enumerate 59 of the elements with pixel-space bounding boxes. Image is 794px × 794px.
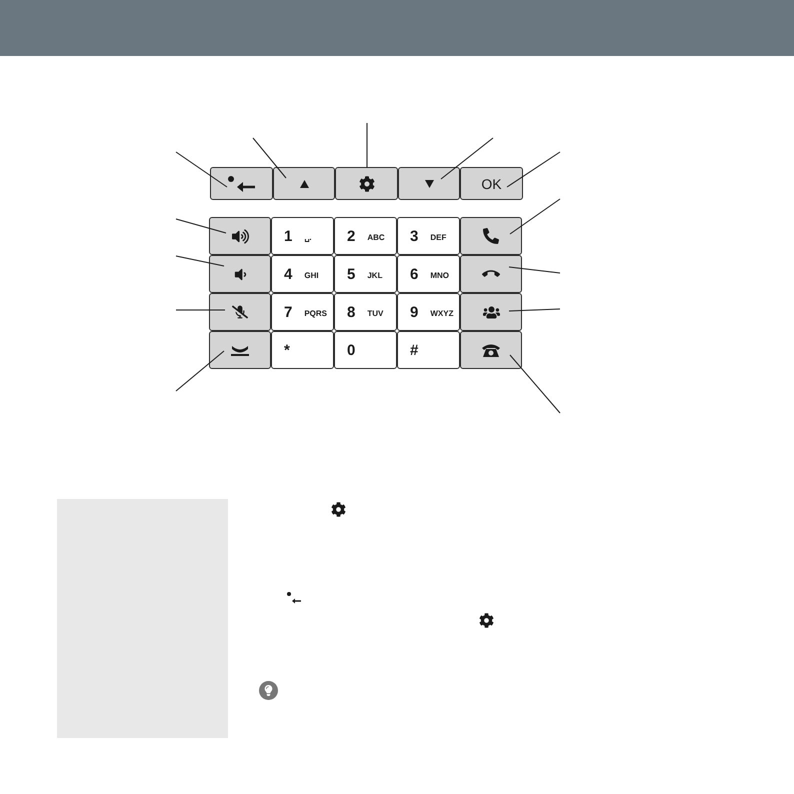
key-letters: JKL xyxy=(367,272,382,280)
key-letters: DEF xyxy=(430,234,446,242)
number-key xyxy=(334,293,397,331)
key-letters: TUV xyxy=(367,310,384,318)
leader-line xyxy=(508,308,560,312)
key-digit: 8 xyxy=(347,304,356,320)
leader-line xyxy=(176,256,224,266)
number-key xyxy=(271,293,334,331)
leader-line xyxy=(176,350,224,392)
number-key xyxy=(271,255,334,293)
key-letters: ␣. xyxy=(304,234,312,242)
key-digit: 5 xyxy=(347,266,356,282)
leader-line xyxy=(252,138,286,178)
function-key xyxy=(209,331,271,369)
function-key xyxy=(460,217,522,255)
leader-line xyxy=(440,138,494,180)
number-key xyxy=(397,331,460,369)
leader-line xyxy=(510,354,560,414)
number-key xyxy=(271,217,334,255)
leader-line xyxy=(176,218,226,234)
key-letters: ABC xyxy=(367,234,385,242)
number-key xyxy=(271,331,334,369)
function-key xyxy=(209,255,271,293)
function-key xyxy=(210,167,273,200)
function-key xyxy=(460,293,522,331)
key-digit: 2 xyxy=(347,228,356,244)
function-key xyxy=(273,167,335,200)
function-key xyxy=(460,331,522,369)
key-letters: PQRS xyxy=(304,310,328,318)
key-letters: MNO xyxy=(430,272,450,280)
leader-line xyxy=(366,122,368,168)
number-key xyxy=(334,255,397,293)
key-digit: 7 xyxy=(284,304,292,320)
function-key xyxy=(335,167,398,200)
key-digit: 4 xyxy=(284,266,292,282)
function-key xyxy=(460,255,522,293)
function-key xyxy=(209,293,271,331)
function-key xyxy=(398,167,460,200)
function-key xyxy=(460,167,523,200)
key-digit: 0 xyxy=(347,342,356,358)
number-key xyxy=(334,331,397,369)
number-key xyxy=(397,255,460,293)
function-key xyxy=(209,217,271,255)
key-letters: GHI xyxy=(304,272,319,280)
leader-line xyxy=(510,198,560,234)
leader-line xyxy=(508,266,560,274)
key-digit: 6 xyxy=(410,266,418,282)
key-digit: OK xyxy=(481,176,502,190)
number-key xyxy=(397,217,460,255)
key-digit: # xyxy=(410,342,418,358)
key-digit: * xyxy=(284,342,290,358)
leader-line xyxy=(506,152,560,188)
key-digit: 3 xyxy=(410,228,418,244)
key-letters: WXYZ xyxy=(430,310,454,318)
number-key xyxy=(397,293,460,331)
key-digit: 1 xyxy=(284,228,292,244)
key-digit: 9 xyxy=(410,304,418,320)
leader-line xyxy=(176,152,228,188)
number-key xyxy=(334,217,397,255)
